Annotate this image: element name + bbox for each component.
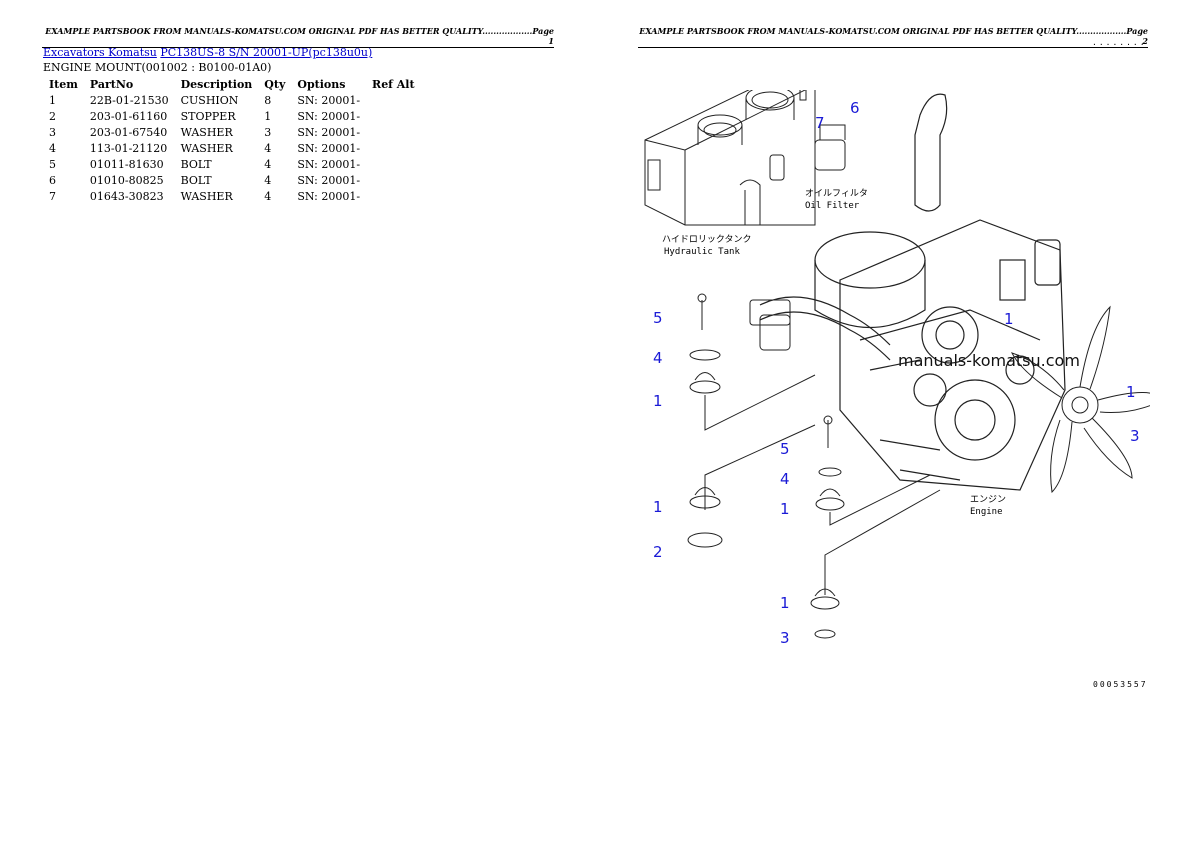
callout-4: 4 (780, 470, 790, 488)
cell-partno: 01643-30823 (89, 190, 164, 203)
column-header-refalt: Ref Alt (372, 78, 415, 91)
cell-partno: 113-01-21120 (89, 142, 168, 155)
callout-3: 3 (1130, 427, 1140, 445)
callout-5: 5 (780, 440, 790, 458)
mount-parts-left (687, 293, 816, 548)
page-header-left: EXAMPLE PARTSBOOK FROM MANUALS-KOMATSU.C… (42, 26, 554, 48)
cell-description: CUSHION (180, 94, 239, 107)
cell-description: WASHER (180, 142, 233, 155)
cell-description: BOLT (180, 174, 212, 187)
cell-item: 1 (49, 94, 56, 107)
cell-description: STOPPER (180, 110, 236, 123)
engine-label-jp: エンジン (970, 495, 1006, 505)
cell-qty: 4 (264, 174, 272, 187)
cell-qty: 1 (264, 110, 272, 123)
cell-options: SN: 20001- (297, 94, 361, 107)
callout-2: 2 (653, 543, 663, 561)
cell-qty: 4 (264, 190, 272, 203)
cell-refalt (366, 109, 421, 125)
cell-refalt (366, 93, 421, 109)
column-header-item: Item (49, 78, 78, 91)
callout-6: 6 (850, 99, 860, 117)
page-header-right: EXAMPLE PARTSBOOK FROM MANUALS-KOMATSU.C… (638, 26, 1148, 48)
table-row: 1 22B-01-21530 CUSHION 8 SN: 20001- (43, 93, 421, 109)
table-row: 3 203-01-67540 WASHER 3 SN: 20001- (43, 125, 421, 141)
cell-item: 3 (49, 126, 56, 139)
column-header-partno: PartNo (89, 78, 134, 91)
engine-mount-diagram: オイルフィルタ Oil Filter ハイドロリックタンク Hydraulic … (644, 90, 1150, 647)
engine-label: Engine (970, 507, 1003, 517)
hydraulic-tank-label: Hydraulic Tank (664, 247, 740, 257)
callout-4: 4 (653, 349, 663, 367)
callout-1: 1 (780, 594, 790, 612)
cell-qty: 4 (264, 142, 272, 155)
cell-item: 2 (49, 110, 56, 123)
cell-qty: 8 (264, 94, 272, 107)
callout-1: 1 (1004, 310, 1014, 328)
cell-partno: 01011-81630 (89, 158, 164, 171)
column-header-options: Options (297, 78, 346, 91)
callout-7: 7 (815, 114, 825, 132)
hydraulic-tank-drawing (644, 90, 816, 226)
cell-qty: 3 (264, 126, 272, 139)
table-row: 6 01010-80825 BOLT 4 SN: 20001- (43, 173, 421, 189)
cell-partno: 22B-01-21530 (89, 94, 169, 107)
breadcrumb: Excavators Komatsu PC138US-8 S/N 20001-U… (43, 46, 372, 59)
table-row: 7 01643-30823 WASHER 4 SN: 20001- (43, 189, 421, 205)
cell-refalt (366, 173, 421, 189)
cell-refalt (366, 157, 421, 173)
cell-description: WASHER (180, 190, 233, 203)
cell-options: SN: 20001- (297, 142, 361, 155)
hydraulic-tank-label-jp: ハイドロリックタンク (662, 234, 751, 245)
breadcrumb-link-category[interactable]: Excavators Komatsu (43, 46, 157, 59)
callout-1: 1 (780, 500, 790, 518)
cell-options: SN: 20001- (297, 110, 361, 123)
cell-options: SN: 20001- (297, 190, 361, 203)
oil-filter-label-jp: オイルフィルタ (805, 188, 868, 199)
cell-qty: 4 (264, 158, 272, 171)
cell-partno: 01010-80825 (89, 174, 164, 187)
breadcrumb-link-model[interactable]: PC138US-8 S/N 20001-UP(pc138u0u) (160, 46, 373, 59)
table-row: 5 01011-81630 BOLT 4 SN: 20001- (43, 157, 421, 173)
cell-options: SN: 20001- (297, 158, 361, 171)
cell-item: 7 (49, 190, 56, 203)
callout-1: 1 (653, 392, 663, 410)
diagram-ref-code: 00053557 (1093, 680, 1148, 689)
table-row: 4 113-01-21120 WASHER 4 SN: 20001- (43, 141, 421, 157)
oil-filter-label: Oil Filter (805, 201, 860, 211)
callout-3: 3 (780, 629, 790, 647)
callout-5: 5 (653, 309, 663, 327)
table-row: 2 203-01-61160 STOPPER 1 SN: 20001- (43, 109, 421, 125)
section-title: ENGINE MOUNT(001002 : B0100-01A0) (43, 61, 272, 74)
fan-drawing (1011, 305, 1150, 494)
cell-refalt (366, 125, 421, 141)
cell-options: SN: 20001- (297, 126, 361, 139)
diagram-ref-dots: ........ (1092, 38, 1147, 47)
cell-item: 6 (49, 174, 56, 187)
cell-options: SN: 20001- (297, 174, 361, 187)
cell-partno: 203-01-67540 (89, 126, 168, 139)
cell-refalt (366, 189, 421, 205)
engine-drawing (759, 93, 1066, 491)
parts-table-header: Item PartNo Description Qty Options Ref … (43, 76, 421, 93)
callout-1: 1 (1126, 383, 1136, 401)
oil-filter-drawing (749, 124, 846, 351)
cell-refalt (366, 141, 421, 157)
callout-1: 1 (653, 498, 663, 516)
cell-description: WASHER (180, 126, 233, 139)
column-header-description: Description (180, 78, 253, 91)
cell-item: 4 (49, 142, 56, 155)
mount-parts-center (810, 415, 941, 639)
column-header-qty: Qty (264, 78, 286, 91)
parts-table: Item PartNo Description Qty Options Ref … (43, 76, 421, 205)
cell-description: BOLT (180, 158, 212, 171)
cell-item: 5 (49, 158, 56, 171)
cell-partno: 203-01-61160 (89, 110, 168, 123)
watermark: manuals-komatsu.com (898, 351, 1080, 370)
